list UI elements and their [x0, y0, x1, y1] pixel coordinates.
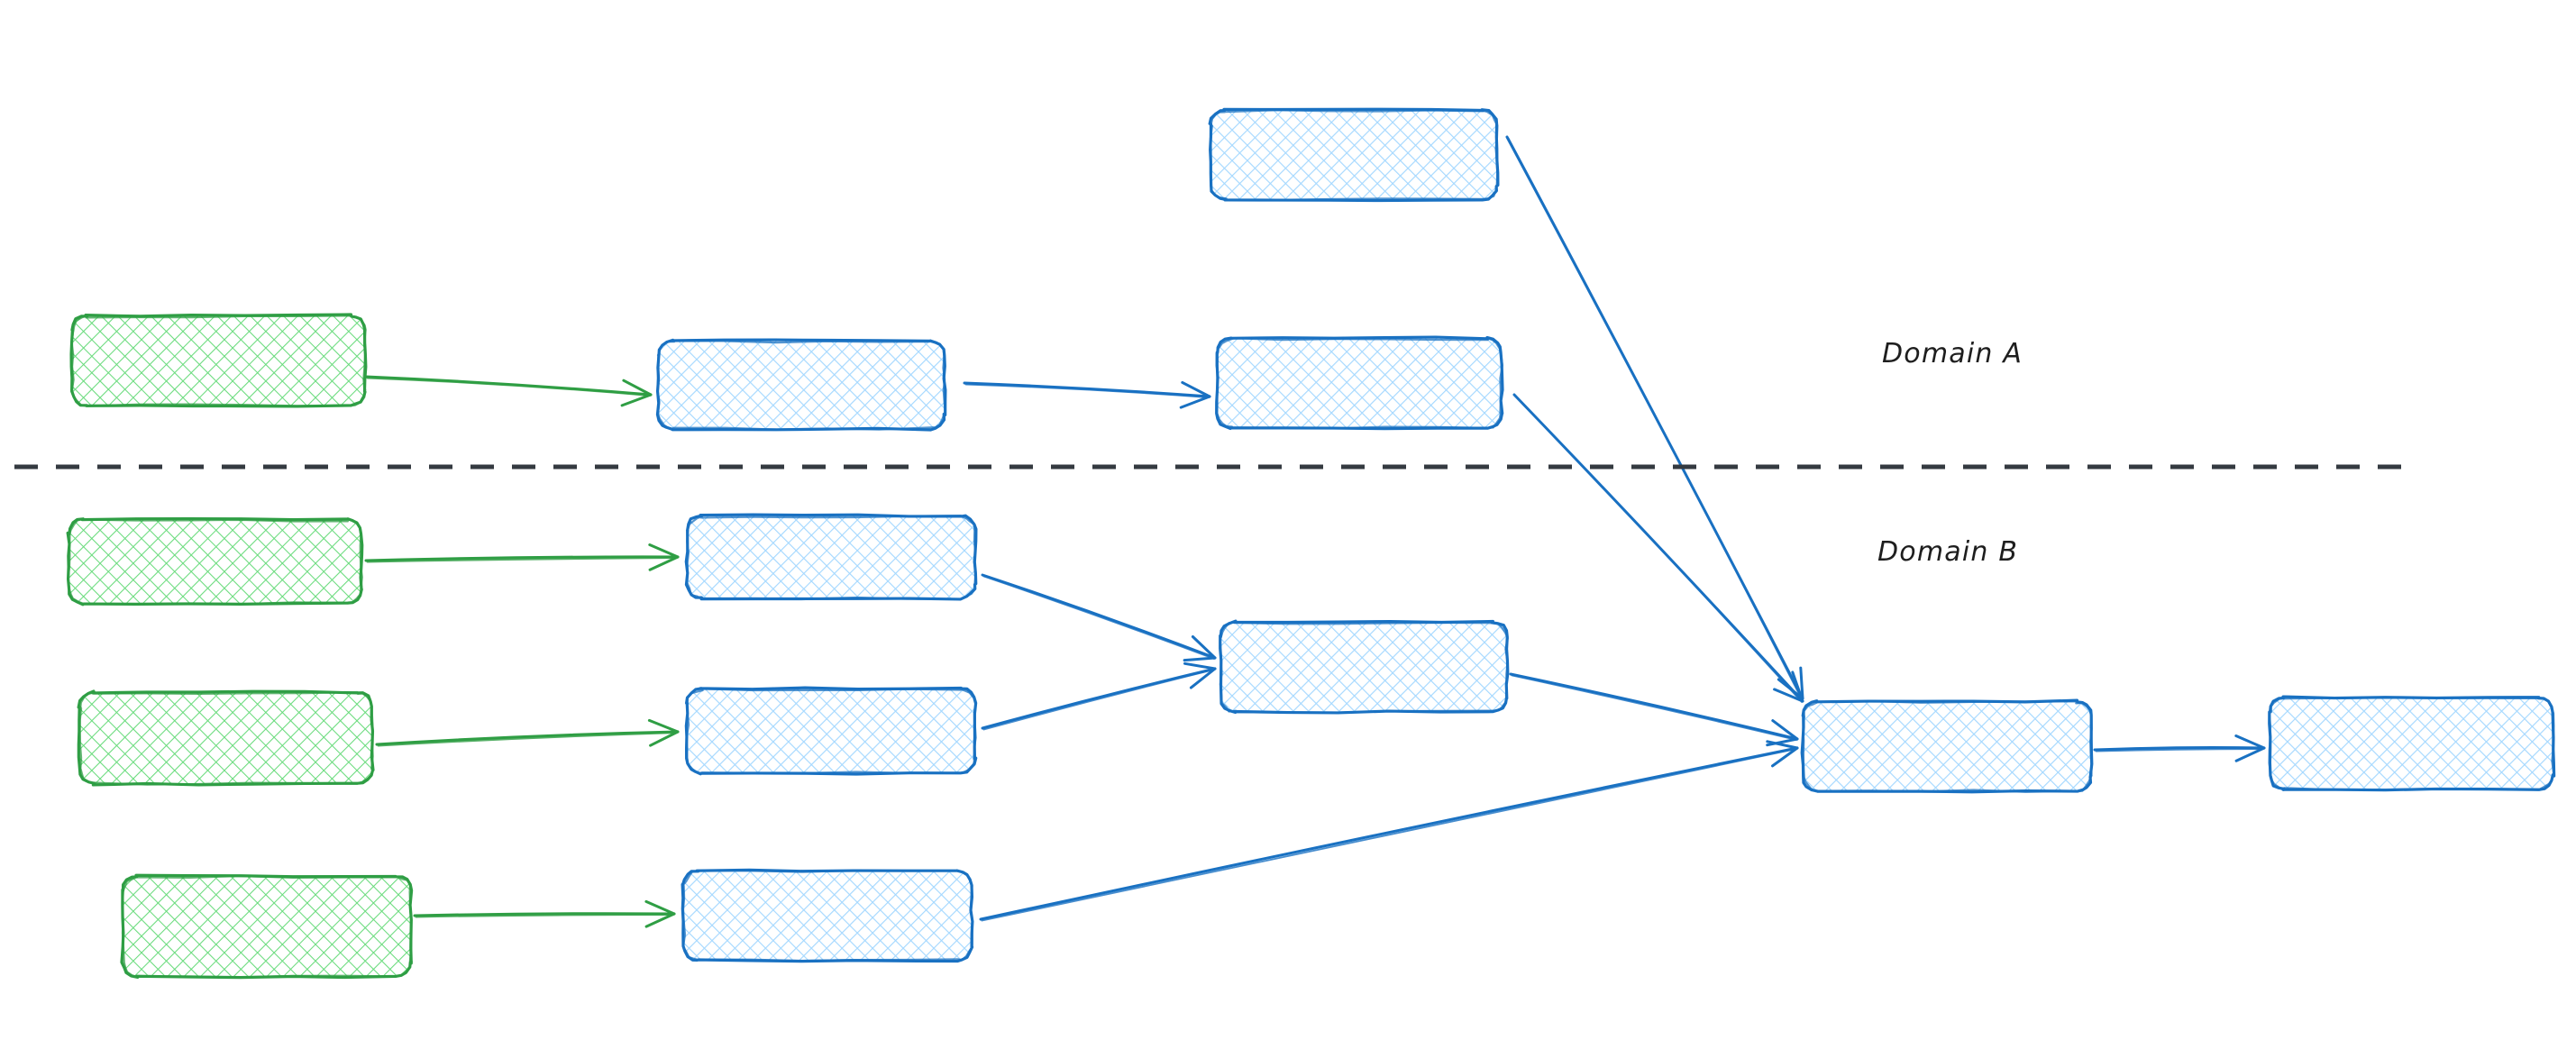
edge-e7[interactable] — [413, 899, 676, 928]
edge-e11[interactable] — [979, 740, 1799, 922]
node-n-b-m1[interactable] — [684, 513, 978, 601]
node-n-a-mid[interactable] — [655, 338, 947, 432]
node-n-b-src2[interactable] — [77, 689, 375, 787]
node-n-b-m2[interactable] — [684, 686, 978, 776]
edge-e4[interactable] — [1512, 393, 1804, 703]
edge-e6[interactable] — [375, 718, 680, 747]
edge-e1[interactable] — [364, 375, 653, 407]
node-n-b-src3[interactable] — [120, 873, 414, 980]
edge-e5[interactable] — [364, 543, 680, 571]
edge-e10[interactable] — [1509, 672, 1799, 747]
edge-e12[interactable] — [2093, 734, 2266, 762]
edge-e3[interactable] — [1505, 135, 1804, 700]
node-n-b-src1[interactable] — [66, 516, 364, 607]
edges-layer — [364, 135, 2266, 928]
domain-a-label: Domain A — [1882, 338, 2023, 369]
edge-e2[interactable] — [963, 380, 1211, 409]
edge-e9[interactable] — [981, 661, 1217, 731]
node-n-a-top[interactable] — [1208, 107, 1500, 203]
node-n-a-right[interactable] — [1215, 335, 1504, 431]
node-n-b-hub[interactable] — [1219, 619, 1510, 715]
node-n-b-out[interactable] — [2268, 695, 2556, 792]
node-n-a-src[interactable] — [69, 313, 368, 408]
nodes-layer — [66, 107, 2556, 980]
node-n-b-merge[interactable] — [1800, 698, 2094, 794]
node-n-b-m3[interactable] — [681, 868, 974, 963]
edge-e8[interactable] — [981, 573, 1217, 662]
domain-b-label: Domain B — [1877, 536, 2019, 568]
